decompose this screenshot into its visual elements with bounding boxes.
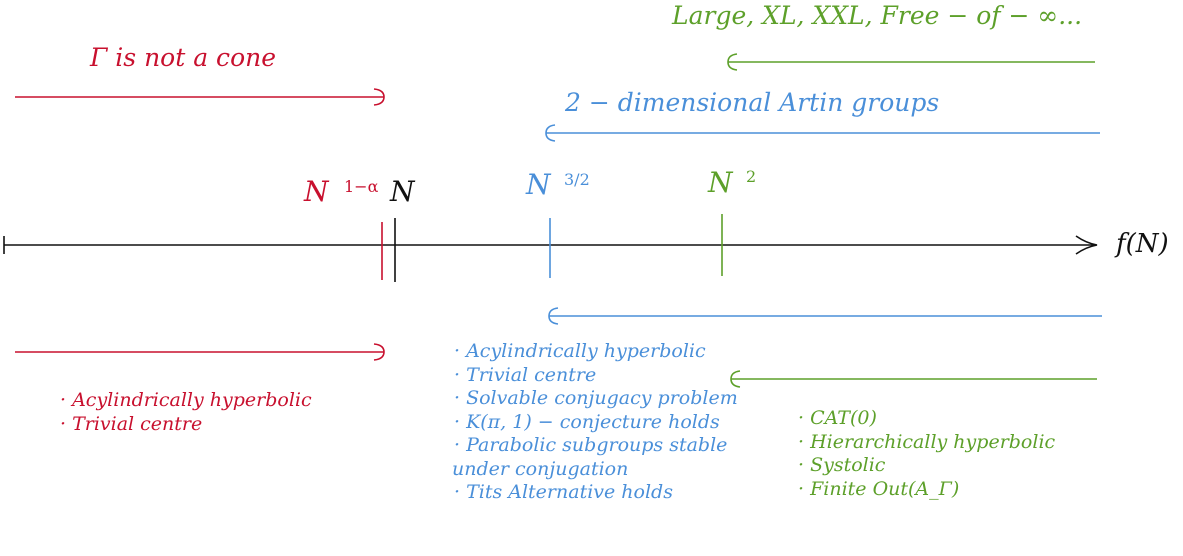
red-property-item: · Acylindrically hyperbolic xyxy=(60,389,312,411)
tick-label-green-exp: 2 xyxy=(746,167,757,186)
red-range-bottom-hook xyxy=(373,343,385,361)
red-property-list: · Acylindrically hyperbolic · Trivial ce… xyxy=(60,389,312,436)
green-property-item: · Hierarchically hyperbolic xyxy=(798,430,1056,453)
blue-property-item: · Parabolic subgroups stable xyxy=(454,434,728,456)
green-range-top-hook xyxy=(727,53,738,71)
axis-label: f(N) xyxy=(1116,229,1169,259)
blue-range-bottom-hook xyxy=(548,307,559,325)
blue-property-item: under conjugation xyxy=(452,457,629,480)
blue-property-list: · Acylindrically hyperbolic · Trivial ce… xyxy=(452,340,738,505)
blue-range-title: 2 − dimensional Artin groups xyxy=(565,88,940,117)
tick-label-black: N xyxy=(390,175,415,208)
blue-property-item: · Tits Alternative holds xyxy=(454,481,673,503)
green-range-title: Large, XL, XXL, Free − of − ∞... xyxy=(672,1,1083,30)
blue-property-item: · Solvable conjugacy problem xyxy=(454,387,738,409)
tick-label-red-base: N xyxy=(304,175,329,208)
red-range-title: Γ is not a cone xyxy=(90,43,277,72)
blue-range-top-hook xyxy=(545,124,556,142)
tick-label-red: N 1−α xyxy=(304,175,378,208)
tick-label-red-exp: 1−α xyxy=(344,177,379,196)
blue-property-item: · Acylindrically hyperbolic xyxy=(454,340,706,362)
green-property-item: · Finite Out(A_Γ) xyxy=(798,477,960,500)
tick-label-blue-exp: 3/2 xyxy=(564,170,590,189)
green-property-item: · Systolic xyxy=(798,454,886,476)
tick-label-blue: N 3/2 xyxy=(526,168,590,201)
tick-label-green-base: N xyxy=(708,166,733,199)
green-property-list: · CAT(0) · Hierarchically hyperbolic · S… xyxy=(798,407,1055,501)
green-range-bottom-hook xyxy=(730,370,741,388)
green-property-item: · CAT(0) xyxy=(798,407,877,429)
blue-property-item: · K(π, 1) − conjecture holds xyxy=(454,410,720,433)
red-range-top-hook xyxy=(373,88,385,106)
blue-property-item: · Trivial centre xyxy=(454,363,597,386)
tick-label-blue-base: N xyxy=(526,168,551,201)
axis-arrowhead xyxy=(1075,235,1098,255)
red-property-item: · Trivial centre xyxy=(60,412,203,435)
tick-label-green: N 2 xyxy=(708,166,756,199)
